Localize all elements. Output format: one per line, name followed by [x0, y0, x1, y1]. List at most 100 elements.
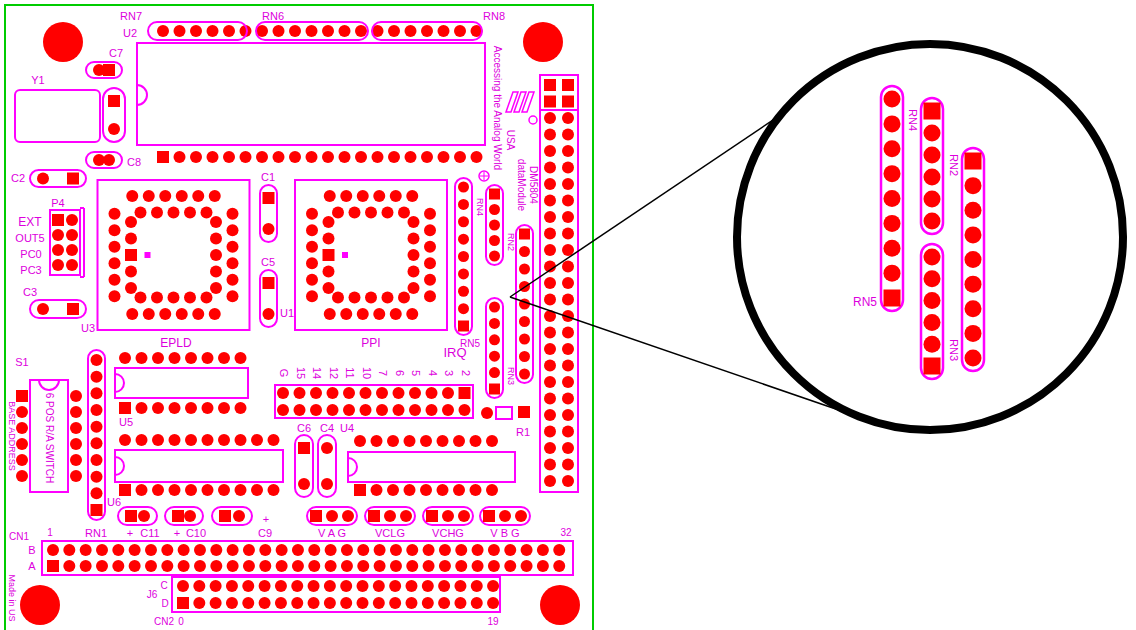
- resistor-network-drawing: [920, 243, 944, 380]
- part-label: RN2: [948, 154, 959, 176]
- round-pad: [322, 151, 334, 163]
- round-pad: [323, 216, 335, 228]
- round-pad: [16, 470, 28, 482]
- round-pad: [454, 151, 466, 163]
- round-pad: [340, 597, 352, 609]
- silkscreen-label: C10: [186, 528, 206, 539]
- round-pad: [965, 276, 982, 293]
- silkscreen-label: C1: [261, 172, 275, 183]
- round-pad: [562, 442, 574, 454]
- round-pad: [424, 224, 436, 236]
- round-pad: [404, 435, 416, 447]
- round-pad: [190, 151, 202, 163]
- round-pad: [185, 402, 197, 414]
- round-pad: [145, 560, 157, 572]
- round-pad: [562, 261, 574, 273]
- round-pad: [324, 190, 336, 202]
- round-pad: [210, 249, 222, 261]
- round-pad: [91, 371, 103, 383]
- round-pad: [343, 387, 355, 399]
- square-pad: [125, 510, 137, 522]
- round-pad: [119, 352, 131, 364]
- switch-description: 6 POS R/A SWITCH: [44, 393, 54, 484]
- resistor-network: RN2: [961, 147, 985, 372]
- silkscreen-label: C6: [297, 423, 311, 434]
- round-pad: [405, 597, 417, 609]
- row-letter: B: [28, 545, 35, 556]
- round-pad: [306, 25, 318, 37]
- round-pad: [125, 266, 137, 278]
- round-pad: [389, 597, 401, 609]
- round-pad: [80, 560, 92, 572]
- resistor-outline: [496, 407, 512, 419]
- round-pad: [227, 290, 239, 302]
- silkscreen-label: C7: [109, 48, 123, 59]
- round-pad: [125, 233, 137, 245]
- round-pad: [218, 434, 230, 446]
- round-pad: [298, 478, 310, 490]
- pin1-marker: [145, 252, 151, 258]
- round-pad: [544, 195, 556, 207]
- origin-mark: Made in US: [7, 574, 16, 621]
- round-pad: [355, 25, 367, 37]
- round-pad: [277, 387, 289, 399]
- round-pad: [259, 580, 271, 592]
- round-pad: [405, 151, 417, 163]
- round-pad: [129, 544, 141, 556]
- round-pad: [390, 190, 402, 202]
- square-pad: [459, 387, 471, 399]
- round-pad: [489, 302, 500, 313]
- round-pad: [70, 470, 82, 482]
- silkscreen-label: C2: [11, 173, 25, 184]
- round-pad: [408, 216, 420, 228]
- round-pad: [91, 421, 103, 433]
- square-pad: [263, 192, 275, 204]
- round-pad: [884, 115, 901, 132]
- connector-outline: [172, 577, 500, 612]
- round-pad: [458, 251, 469, 262]
- round-pad: [16, 406, 28, 418]
- square-pad: [157, 151, 169, 163]
- resistor-network-outline: [148, 22, 247, 40]
- round-pad: [454, 597, 466, 609]
- round-pad: [437, 484, 449, 496]
- round-pad: [389, 580, 401, 592]
- board-slogan: Accessing the Analog World: [492, 46, 502, 170]
- silkscreen-label: C8: [127, 157, 141, 168]
- square-pad: [119, 402, 131, 414]
- round-pad: [152, 484, 164, 496]
- round-pad: [332, 207, 344, 219]
- round-pad: [924, 270, 941, 287]
- round-pad: [210, 233, 222, 245]
- round-pad: [322, 25, 334, 37]
- signal-name: PC3: [20, 265, 41, 276]
- round-pad: [63, 544, 75, 556]
- round-pad: [176, 308, 188, 320]
- resistor-network-outline: [962, 148, 984, 371]
- round-pad: [373, 580, 385, 592]
- round-pad: [374, 560, 386, 572]
- round-pad: [308, 597, 320, 609]
- round-pad: [259, 560, 271, 572]
- round-pad: [70, 438, 82, 450]
- round-pad: [439, 560, 451, 572]
- round-pad: [884, 240, 901, 257]
- round-pad: [965, 177, 982, 194]
- round-pad: [376, 387, 388, 399]
- round-pad: [544, 162, 556, 174]
- round-pad: [470, 484, 482, 496]
- silkscreen-label: R1: [516, 427, 530, 438]
- signal-name: OUT5: [15, 233, 44, 244]
- square-pad: [518, 406, 530, 418]
- round-pad: [390, 308, 402, 320]
- round-pad: [321, 478, 333, 490]
- square-pad: [298, 442, 310, 454]
- round-pad: [521, 560, 533, 572]
- round-pad: [924, 213, 941, 230]
- round-pad: [66, 229, 78, 241]
- round-pad: [325, 560, 337, 572]
- jumper-name: VCHG: [432, 528, 464, 539]
- round-pad: [268, 484, 280, 496]
- round-pad: [242, 597, 254, 609]
- round-pad: [544, 393, 556, 405]
